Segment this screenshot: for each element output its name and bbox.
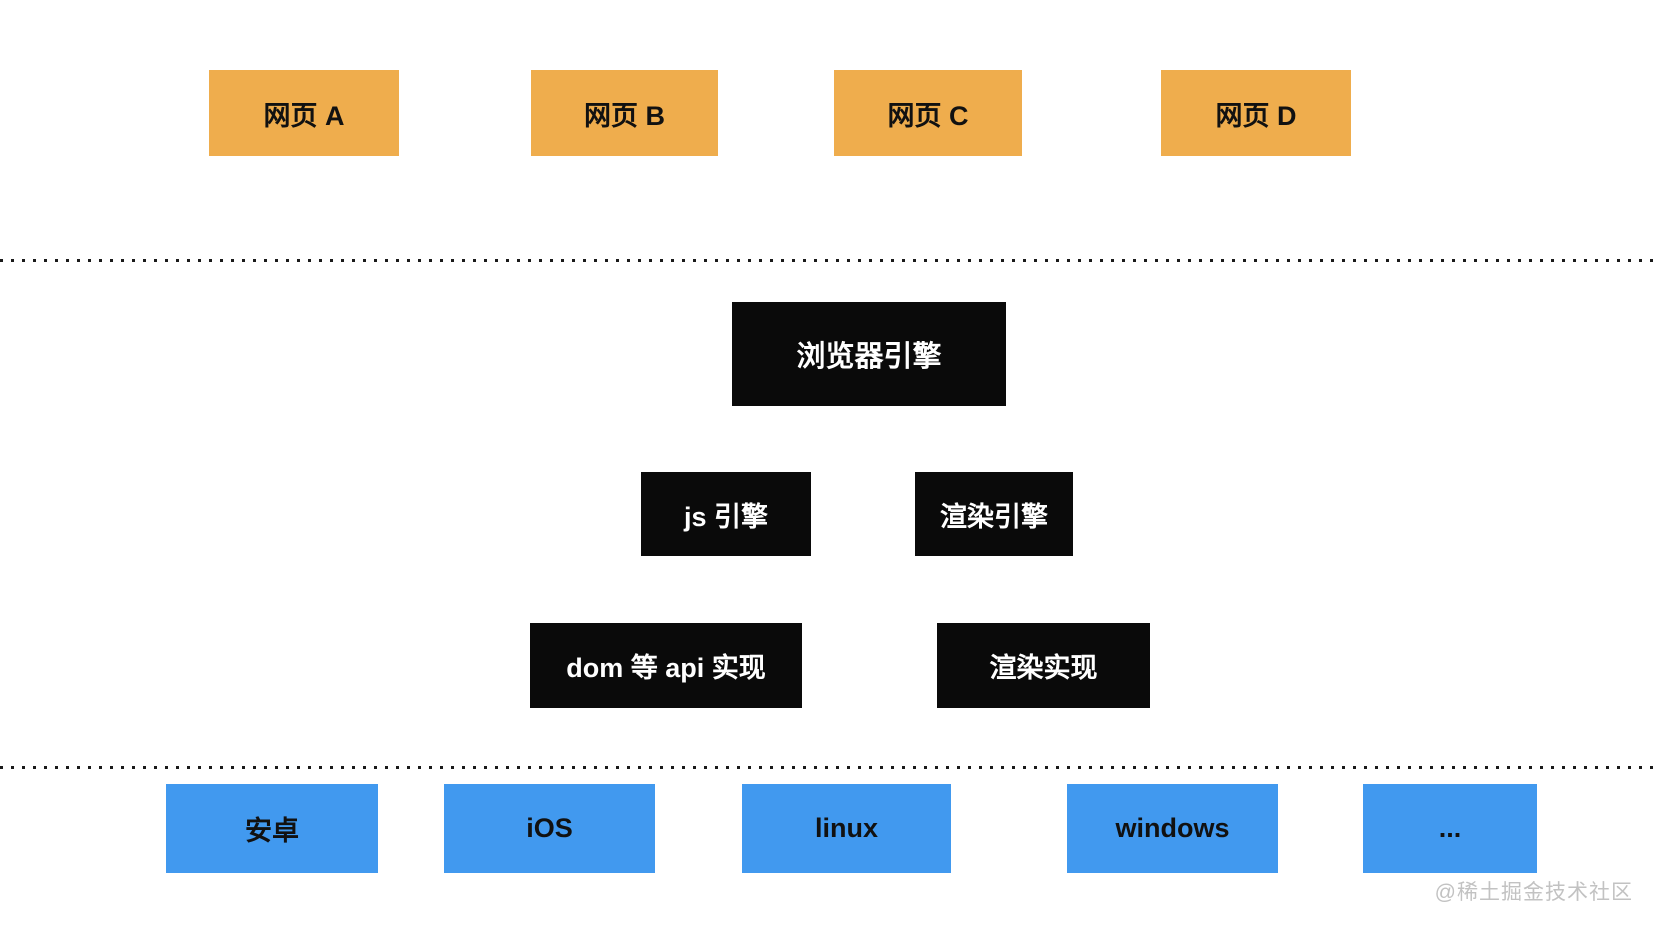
render-implementation-box: 渲染实现 bbox=[937, 623, 1150, 708]
webpage-d-box: 网页 D bbox=[1161, 70, 1351, 156]
platform-ios-label: iOS bbox=[526, 813, 573, 843]
webpage-c-box: 网页 C bbox=[834, 70, 1022, 156]
webpage-d-label: 网页 D bbox=[1215, 100, 1297, 131]
browser-engine-box: 浏览器引擎 bbox=[732, 302, 1006, 406]
platform-android-box: 安卓 bbox=[166, 784, 378, 873]
js-engine-box: js 引擎 bbox=[641, 472, 811, 556]
webpage-a-label: 网页 A bbox=[263, 100, 345, 131]
browser-engine-label: 浏览器引擎 bbox=[796, 341, 942, 373]
render-implementation-label: 渲染实现 bbox=[989, 653, 1098, 683]
dom-api-implementation-box: dom 等 api 实现 bbox=[530, 623, 802, 708]
platform-windows-box: windows bbox=[1067, 784, 1278, 873]
webpage-b-box: 网页 B bbox=[531, 70, 718, 156]
platform-more-box: ... bbox=[1363, 784, 1537, 873]
platform-windows-label: windows bbox=[1115, 813, 1230, 843]
render-engine-label: 渲染引擎 bbox=[940, 501, 1048, 532]
platform-linux-label: linux bbox=[814, 813, 878, 843]
dom-api-implementation-label: dom 等 api 实现 bbox=[566, 653, 766, 683]
webpage-c-label: 网页 C bbox=[887, 100, 969, 131]
platform-ios-box: iOS bbox=[444, 784, 655, 873]
platform-android-label: 安卓 bbox=[245, 816, 299, 846]
watermark: @稀土掘金技术社区 bbox=[1434, 881, 1633, 904]
platform-linux-box: linux bbox=[742, 784, 951, 873]
platform-more-label: ... bbox=[1438, 813, 1462, 843]
render-engine-box: 渲染引擎 bbox=[915, 472, 1073, 556]
js-engine-label: js 引擎 bbox=[683, 501, 769, 532]
webpage-a-box: 网页 A bbox=[209, 70, 399, 156]
divider-dotted-bottom bbox=[0, 766, 1656, 769]
webpage-b-label: 网页 B bbox=[584, 100, 665, 131]
divider-dotted-top bbox=[0, 259, 1656, 262]
